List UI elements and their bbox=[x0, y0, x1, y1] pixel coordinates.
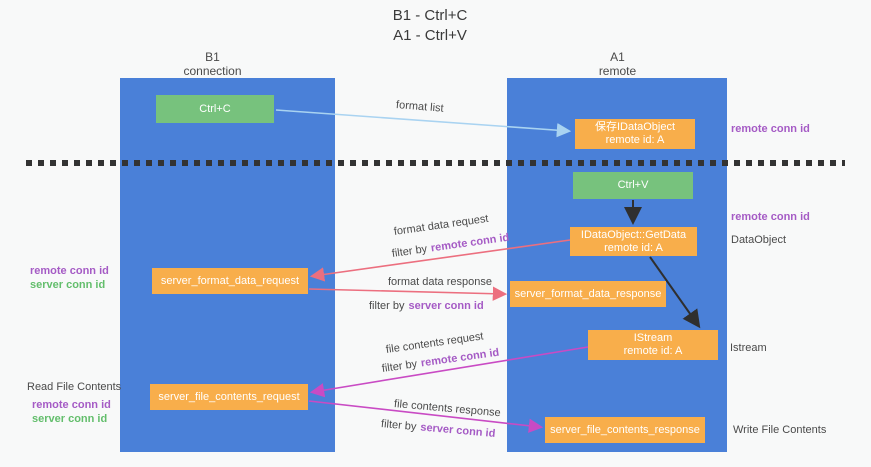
left-remote-conn-id-top: remote conn id bbox=[30, 265, 109, 277]
istream-side-label: Istream bbox=[730, 342, 767, 354]
server-conn-id-key: server conn id bbox=[408, 300, 484, 312]
format-data-response-label: format data response bbox=[388, 276, 492, 288]
ctrl-c-node: Ctrl+C bbox=[156, 95, 274, 123]
title-line-2: A1 - Ctrl+V bbox=[393, 27, 467, 44]
ctrl-v-node: Ctrl+V bbox=[573, 172, 693, 199]
server-format-data-request-node: server_format_data_request bbox=[152, 268, 308, 294]
format-list-arrow bbox=[275, 109, 572, 138]
dataobject-label: DataObject bbox=[731, 234, 787, 246]
lane-header-a1: A1 remote bbox=[555, 50, 680, 78]
left-remote-conn-id-bottom: remote conn id bbox=[32, 399, 111, 411]
save-idataobject-line1: 保存IDataObject bbox=[594, 121, 676, 133]
filter-by-text: filter by bbox=[369, 300, 405, 312]
lane-a1-name: A1 bbox=[610, 50, 625, 64]
diagram-title: B1 - Ctrl+C A1 - Ctrl+V bbox=[300, 6, 560, 46]
server-format-data-response-node: server_format_data_response bbox=[510, 281, 666, 307]
file-contents-request-arrow bbox=[309, 346, 589, 398]
write-file-contents-label: Write File Contents bbox=[733, 424, 827, 436]
server-file-contents-request-node: server_file_contents_request bbox=[150, 384, 308, 410]
server-format-data-request-label: server_format_data_request bbox=[160, 274, 300, 287]
file-contents-response-arrow bbox=[308, 400, 544, 433]
right-remote-conn-id-top: remote conn id bbox=[731, 123, 810, 135]
lane-b1-name: B1 bbox=[205, 50, 220, 64]
istream-line2: remote id: A bbox=[623, 345, 683, 357]
server-format-data-response-label: server_format_data_response bbox=[514, 287, 662, 300]
getdata-line2: remote id: A bbox=[604, 241, 663, 254]
read-file-contents-label: Read File Contents bbox=[27, 381, 122, 393]
left-server-conn-id-bottom: server conn id bbox=[32, 413, 108, 425]
title-line-1: B1 - Ctrl+C bbox=[392, 7, 468, 24]
format-data-request-arrow bbox=[309, 239, 571, 282]
istream-line1: IStream bbox=[633, 332, 673, 344]
server-file-contents-response-label: server_file_contents_response bbox=[550, 423, 700, 436]
getdata-to-istream-arrow bbox=[649, 256, 701, 329]
ctrl-v-label: Ctrl+V bbox=[617, 179, 649, 191]
istream-node: IStream remote id: A bbox=[588, 330, 718, 360]
right-remote-conn-id-mid: remote conn id bbox=[731, 211, 810, 223]
lane-b1-role: connection bbox=[183, 64, 242, 78]
server-file-contents-response-node: server_file_contents_response bbox=[545, 417, 705, 443]
lane-a1-role: remote bbox=[598, 64, 637, 78]
save-idataobject-line2: remote id: A bbox=[605, 134, 665, 146]
getdata-line1: IDataObject::GetData bbox=[580, 228, 687, 241]
left-server-conn-id-top: server conn id bbox=[30, 279, 106, 291]
format-data-response-arrow bbox=[308, 286, 508, 301]
save-idataobject-node: 保存IDataObject remote id: A bbox=[575, 119, 695, 149]
server-file-contents-request-label: server_file_contents_request bbox=[158, 390, 300, 403]
session-separator-dashed-line bbox=[26, 160, 845, 166]
filter-by-text: filter by bbox=[380, 418, 417, 434]
lane-header-b1: B1 connection bbox=[150, 50, 275, 78]
idataobject-getdata-node: IDataObject::GetData remote id: A bbox=[570, 227, 697, 256]
ctrl-c-label: Ctrl+C bbox=[199, 102, 231, 115]
